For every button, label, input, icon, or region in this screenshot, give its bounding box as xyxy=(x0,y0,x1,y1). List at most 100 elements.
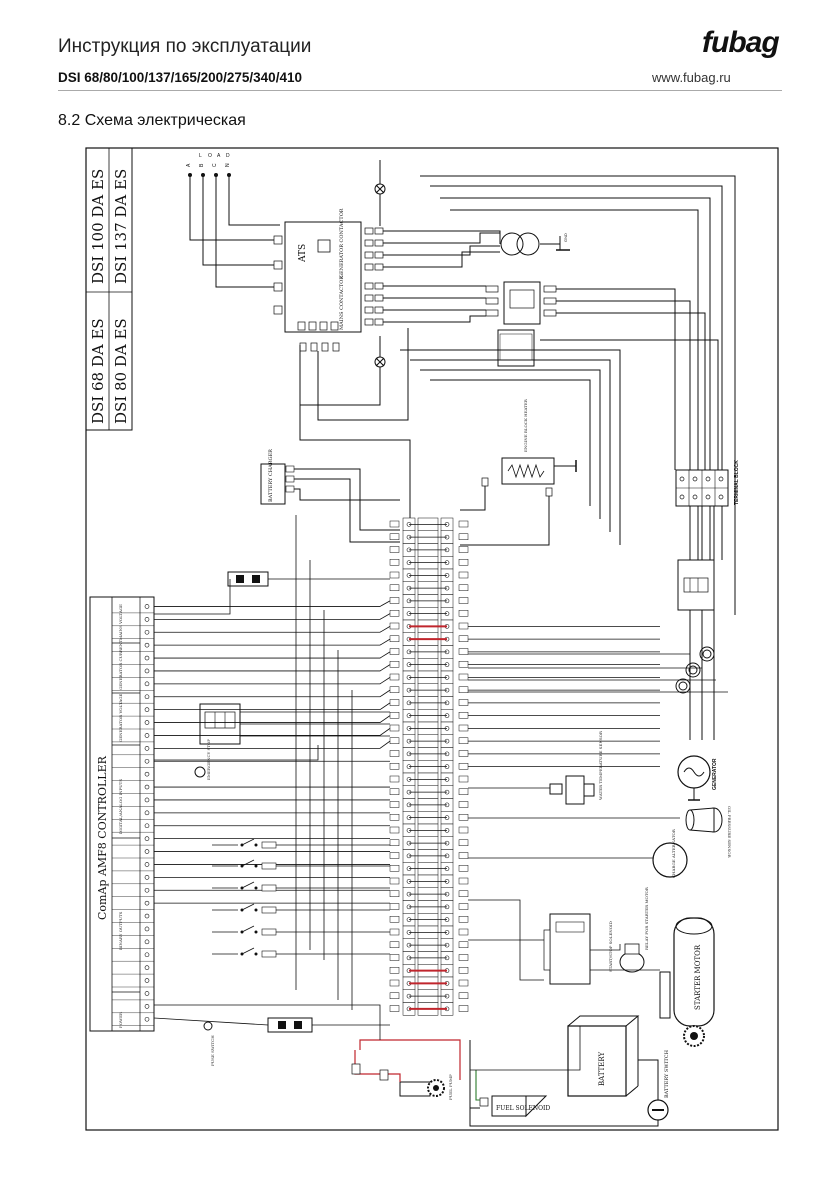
wire-marker xyxy=(458,814,469,821)
main-breaker xyxy=(677,506,715,740)
wire-marker xyxy=(458,635,469,642)
wire-marker xyxy=(389,622,400,630)
generator-label: GENERATOR xyxy=(712,758,718,790)
relay-module xyxy=(543,913,591,985)
wire-marker xyxy=(389,763,400,770)
ats-bottom-terminals xyxy=(297,321,340,352)
wire-marker xyxy=(458,648,469,655)
comap-controller: ComAp AMF8 CONTROLLER MAINS VOLTAGE GENE… xyxy=(89,596,155,1032)
controller-screw xyxy=(144,991,150,996)
wire-marker xyxy=(458,610,469,617)
wire-marker xyxy=(458,992,469,999)
oil-pressure-label: OIL PRESSURE SENSOR xyxy=(727,806,732,859)
controller-screw xyxy=(144,707,150,712)
wire-marker xyxy=(458,571,469,579)
wire-marker xyxy=(458,597,469,604)
wire-marker xyxy=(389,724,400,732)
svg-text:C: C xyxy=(212,163,218,167)
wire-marker xyxy=(389,546,400,553)
model-list: DSI 68/80/100/137/165/200/275/340/410 xyxy=(58,70,302,85)
wire-marker xyxy=(389,839,400,846)
wire-marker xyxy=(389,788,400,795)
wire-marker xyxy=(389,890,400,897)
wire-marker xyxy=(458,826,469,834)
relay-starter-label: RELAY FOR STARTER MOTOR xyxy=(644,886,649,950)
svg-text:GENERATOR VOLTAGE: GENERATOR VOLTAGE xyxy=(118,694,123,742)
relay-contact xyxy=(254,864,258,868)
controller-screw xyxy=(144,617,150,622)
svg-text:POWER: POWER xyxy=(118,1011,123,1028)
wire-marker xyxy=(389,699,400,706)
wire-marker xyxy=(389,916,400,923)
svg-text:BINARY OUTPUTS: BINARY OUTPUTS xyxy=(118,911,123,950)
svg-text:GND: GND xyxy=(563,233,568,242)
controller-screw xyxy=(144,642,150,648)
controller-screw xyxy=(144,952,150,958)
wire-marker xyxy=(389,673,400,681)
wire-marker xyxy=(458,724,469,732)
generator-icon: GENERATOR xyxy=(677,755,718,801)
wire-marker xyxy=(458,520,469,528)
ats-switch: ATS GENERATOR CONTACTOR MAINS CONTACTOR xyxy=(273,208,362,333)
wire-marker xyxy=(389,597,400,604)
controller-screw xyxy=(144,733,150,738)
mains-transformer: GND xyxy=(500,232,570,256)
ats-label: ATS xyxy=(298,244,308,263)
start-stop-label: START/STOP SOLENOID xyxy=(608,921,613,972)
controller-screw xyxy=(144,629,150,635)
wire-marker xyxy=(389,801,400,808)
wire-marker xyxy=(458,877,469,885)
controller-screw xyxy=(144,810,150,816)
controller-screw xyxy=(144,849,150,854)
controller-screw xyxy=(144,604,150,609)
relay-contact xyxy=(254,843,258,847)
relay-switch xyxy=(241,925,255,933)
wire-marker xyxy=(389,865,400,872)
control-wire xyxy=(154,651,391,659)
controller-screw xyxy=(144,939,150,945)
sensor-wire xyxy=(590,944,621,951)
wire-marker xyxy=(458,788,469,795)
wire-marker xyxy=(389,712,400,719)
emergency-stop-label: EMERGENCY STOP xyxy=(206,739,211,780)
relay-switch xyxy=(241,859,255,867)
relay-switch xyxy=(241,903,255,911)
relay-contact xyxy=(254,952,258,956)
wire-marker xyxy=(458,750,469,757)
wire-marker xyxy=(458,954,469,961)
wire-marker xyxy=(389,967,400,974)
control-wire xyxy=(154,613,391,620)
document-title: Инструкция по эксплуатации xyxy=(58,36,312,57)
controller-screw xyxy=(144,758,150,764)
wire-marker xyxy=(458,686,469,693)
controller-screw xyxy=(144,720,150,725)
charge-alternator-icon: CHARGE ALTERNATOR xyxy=(652,828,688,878)
wire-marker xyxy=(389,737,400,744)
wire-marker xyxy=(389,610,400,617)
water-temperature-sensor: WATER TEMPERATURE SENSOR xyxy=(549,730,603,805)
website-url[interactable]: www.fubag.ru xyxy=(652,70,731,85)
wire-marker xyxy=(389,775,400,783)
relay-contact xyxy=(254,908,258,912)
wire-marker xyxy=(458,928,469,936)
fuel-pump-label: FUEL PUMP xyxy=(448,1074,453,1100)
controller-screw xyxy=(144,887,150,893)
wire-marker xyxy=(458,967,469,974)
power-wire xyxy=(153,1017,269,1026)
controller-terminals xyxy=(112,604,154,1026)
svg-text:O: O xyxy=(208,153,212,159)
wire-marker xyxy=(458,979,469,987)
relay-coil xyxy=(261,928,277,936)
wire-marker xyxy=(389,903,400,910)
relay-contact xyxy=(254,886,258,890)
svg-text:MAINS VOLTAGE: MAINS VOLTAGE xyxy=(118,604,123,640)
controller-screw xyxy=(144,746,150,751)
mains-voltage-wire xyxy=(154,579,231,615)
control-wire xyxy=(154,728,391,736)
controller-screw xyxy=(144,771,150,777)
upper-breaker-cluster xyxy=(485,281,557,367)
binary-output-relays xyxy=(153,515,728,1071)
model-label: DSI 80 DA ES xyxy=(112,318,130,424)
power-wire xyxy=(154,1004,381,1040)
svg-text:A: A xyxy=(217,153,221,159)
